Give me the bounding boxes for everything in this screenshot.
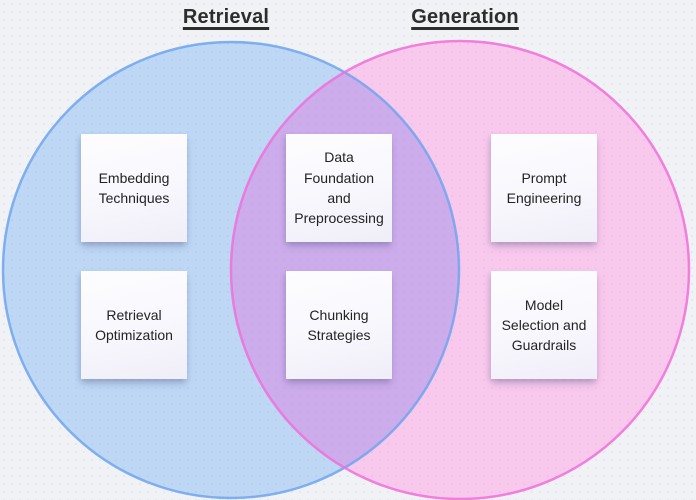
sticky-note-label: Embedding Techniques [98,169,170,206]
sticky-note-label: Chunking Strategies [307,306,371,343]
generation-circle-outline [229,39,691,500]
sticky-note-embedding-techniques[interactable]: Embedding Techniques [81,134,187,242]
retrieval-circle-outline [1,40,461,500]
sticky-note-model-selection-guardrails[interactable]: Model Selection and Guardrails [491,271,597,379]
sticky-note-chunking-strategies[interactable]: Chunking Strategies [286,271,392,379]
sticky-note-label: Prompt Engineering [506,169,582,206]
sticky-note-label: Model Selection and Guardrails [501,296,587,354]
sticky-note-data-foundation-preprocessing[interactable]: Data Foundation and Preprocessing [286,134,392,242]
sticky-note-label: Retrieval Optimization [95,306,173,343]
retrieval-title: Retrieval [182,6,270,28]
sticky-note-retrieval-optimization[interactable]: Retrieval Optimization [81,271,187,379]
generation-title: Generation [411,6,519,28]
sticky-note-prompt-engineering[interactable]: Prompt Engineering [491,134,597,242]
sticky-note-label: Data Foundation and Preprocessing [294,149,384,227]
